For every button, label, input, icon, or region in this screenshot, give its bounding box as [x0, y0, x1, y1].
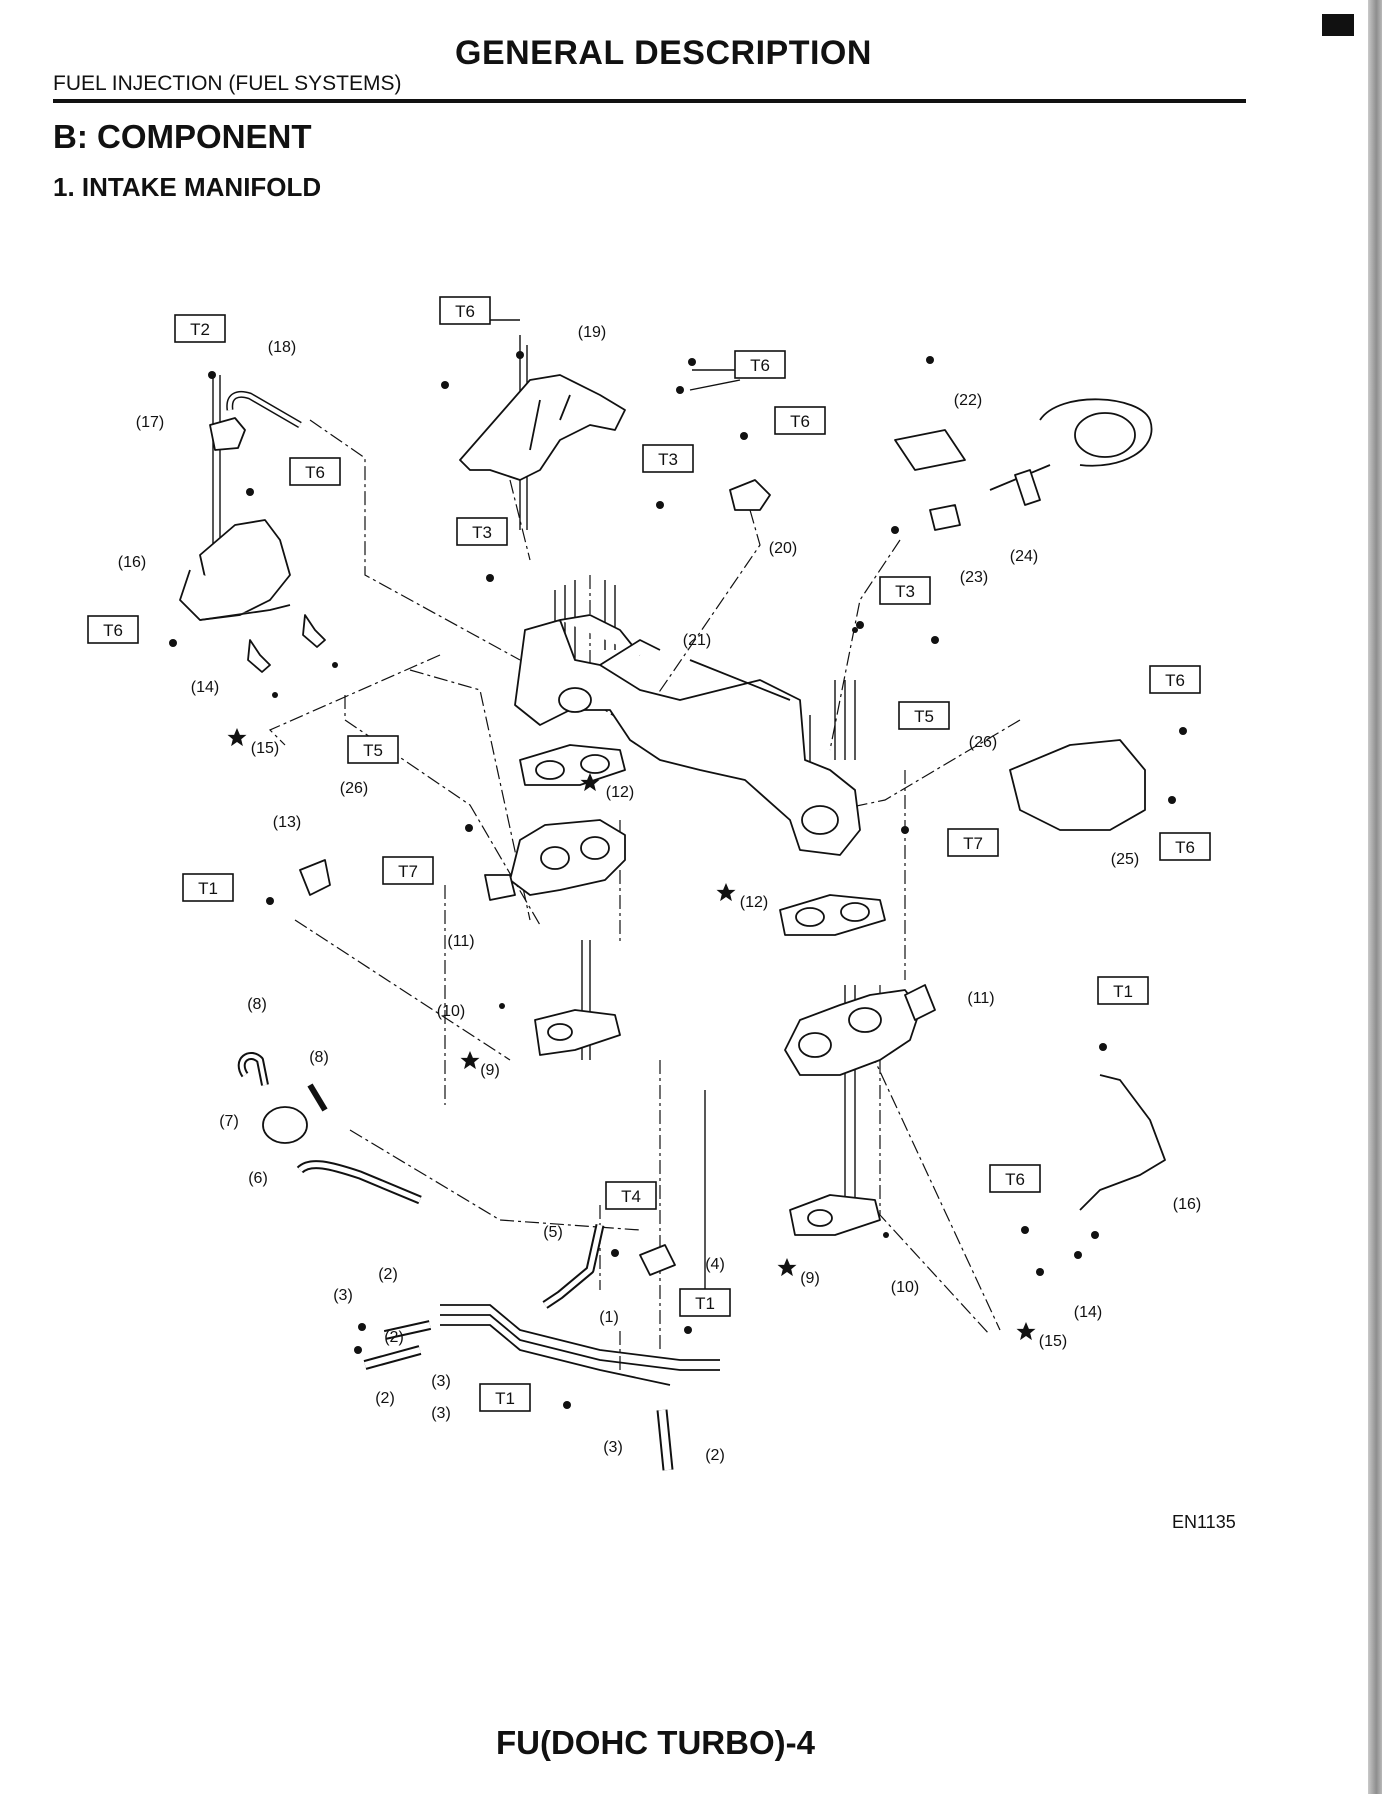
- part-label: (2): [378, 1266, 398, 1283]
- part-label: (10): [437, 1003, 465, 1020]
- torque-label: T1: [198, 879, 218, 898]
- torque-label: T6: [103, 621, 123, 640]
- part-label: (15): [251, 740, 279, 757]
- part-label: (6): [248, 1170, 268, 1187]
- fasteners: [169, 351, 1187, 1409]
- part-label: (13): [273, 814, 301, 831]
- part-label: (2): [375, 1390, 395, 1407]
- part-label: (26): [340, 780, 368, 797]
- part-number-labels: (18) (19) (17) (22) (20) (23) (24) (16) …: [118, 324, 1201, 1464]
- star-markers: [227, 728, 1036, 1341]
- part-label: (24): [1010, 548, 1038, 565]
- part-label: (5): [543, 1224, 563, 1241]
- torque-label: T1: [1113, 982, 1133, 1001]
- page-title: GENERAL DESCRIPTION: [455, 34, 872, 72]
- section-label: FUEL INJECTION (FUEL SYSTEMS): [53, 72, 402, 95]
- part-label: (1): [599, 1309, 619, 1326]
- part-label: (16): [118, 554, 146, 571]
- page-footer: FU(DOHC TURBO)-4: [496, 1724, 815, 1761]
- torque-label: T1: [495, 1389, 515, 1408]
- torque-label: T3: [895, 582, 915, 601]
- part-label: (2): [384, 1329, 404, 1346]
- star-icon: [227, 728, 247, 747]
- part-label: (3): [431, 1373, 451, 1390]
- part-label: (8): [247, 996, 267, 1013]
- corner-tab-marker: [1322, 14, 1354, 36]
- part-label: (25): [1111, 851, 1139, 868]
- torque-label: T5: [914, 707, 934, 726]
- torque-label: T6: [750, 356, 770, 375]
- torque-label: T7: [963, 834, 983, 853]
- star-icon: [1016, 1322, 1036, 1341]
- torque-label: T6: [455, 302, 475, 321]
- part-label: (9): [800, 1270, 820, 1287]
- part-label: (9): [480, 1062, 500, 1079]
- part-label: (4): [705, 1256, 725, 1273]
- torque-spec-labels: T2 T6 T6 T6 T3 T3 T6 T6 T3 T6 T5 T5 T7 T…: [103, 302, 1195, 1408]
- part-label: (19): [578, 324, 606, 341]
- part-label: (23): [960, 569, 988, 586]
- part-label: (17): [136, 414, 164, 431]
- component-shapes: [179, 374, 1166, 1471]
- torque-label: T4: [621, 1187, 641, 1206]
- figure-code: EN1135: [1172, 1512, 1236, 1532]
- torque-label: T6: [305, 463, 325, 482]
- torque-label: T7: [398, 862, 418, 881]
- part-label: (8): [309, 1049, 329, 1066]
- page-edge: [1368, 0, 1382, 1794]
- part-label: (2): [705, 1447, 725, 1464]
- part-label: (11): [447, 933, 474, 950]
- part-label: (14): [1074, 1304, 1102, 1321]
- star-icon: [777, 1258, 797, 1277]
- part-label: (15): [1039, 1333, 1067, 1350]
- torque-label: T6: [1165, 671, 1185, 690]
- part-label: (3): [603, 1439, 623, 1456]
- part-label: (16): [1173, 1196, 1201, 1213]
- torque-label: T6: [790, 412, 810, 431]
- alignment-lines: [268, 419, 1021, 1370]
- component-heading: B: COMPONENT: [53, 118, 312, 155]
- torque-label: T1: [695, 1294, 715, 1313]
- part-label: (26): [969, 734, 997, 751]
- torque-label: T5: [363, 741, 383, 760]
- part-label: (10): [891, 1279, 919, 1296]
- part-label: (3): [431, 1405, 451, 1422]
- torque-label: T2: [190, 320, 210, 339]
- torque-label: T3: [472, 523, 492, 542]
- header-rule: [53, 99, 1246, 103]
- intake-manifold-heading: 1. INTAKE MANIFOLD: [53, 172, 322, 202]
- torque-spec-boxes: [87, 296, 1211, 1412]
- part-label: (3): [333, 1287, 353, 1304]
- part-label: (20): [769, 540, 797, 557]
- star-icon: [716, 883, 736, 902]
- torque-label: T6: [1175, 838, 1195, 857]
- part-label: (12): [606, 784, 634, 801]
- torque-label: T3: [658, 450, 678, 469]
- part-label: (21): [683, 632, 711, 649]
- part-label: (22): [954, 392, 982, 409]
- part-label: (11): [967, 990, 994, 1007]
- part-label: (18): [268, 339, 296, 356]
- star-icon: [460, 1051, 480, 1070]
- torque-label: T6: [1005, 1170, 1025, 1189]
- part-label: (14): [191, 679, 219, 696]
- part-label: (12): [740, 894, 768, 911]
- part-label: (7): [219, 1113, 239, 1130]
